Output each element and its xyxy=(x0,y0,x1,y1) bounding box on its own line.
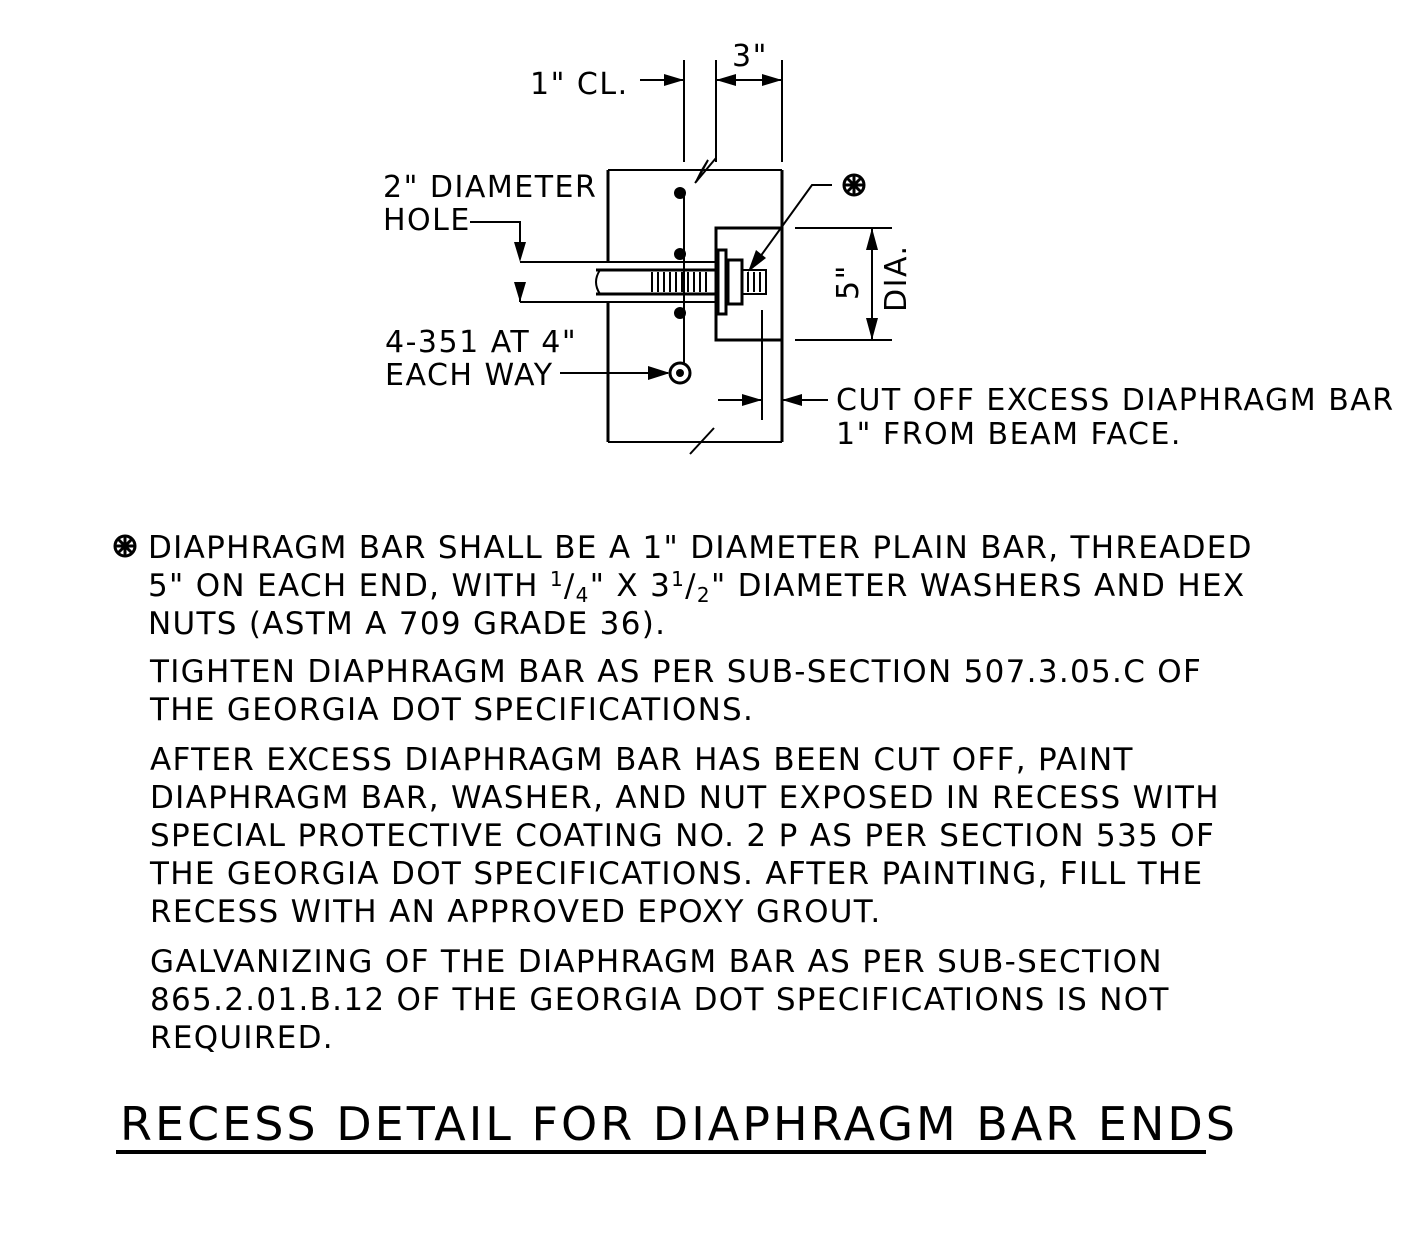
bars-label-line2: EACH WAY xyxy=(385,358,554,393)
note1-frac1-den: 4 xyxy=(576,583,590,607)
notes: DIAPHRAGM BAR SHALL BE A 1" DIAMETER PLA… xyxy=(113,530,1253,1056)
note1-line2-b: " X 3 xyxy=(590,568,671,604)
note2-line2: THE GEORGIA DOT SPECIFICATIONS. xyxy=(149,692,754,728)
spacing-label: 3" xyxy=(732,39,768,74)
note3-line4: THE GEORGIA DOT SPECIFICATIONS. AFTER PA… xyxy=(149,856,1203,892)
note1-line2-a: 5" ON EACH END, WITH xyxy=(148,568,550,604)
note-marker-callout xyxy=(748,173,866,272)
note1-frac1-num: 1 xyxy=(550,567,564,591)
recess-dia-label: DIA. xyxy=(879,245,914,312)
thread-marks xyxy=(651,272,707,292)
reinforcing-bars xyxy=(668,187,692,385)
cutoff-label-line1: CUT OFF EXCESS DIAPHRAGM BAR xyxy=(836,383,1395,418)
note1-line3: NUTS (ASTM A 709 GRADE 36). xyxy=(148,606,666,642)
bar-dot xyxy=(674,187,686,199)
note1-line1: DIAPHRAGM BAR SHALL BE A 1" DIAMETER PLA… xyxy=(148,530,1253,566)
bars-label-line1: 4-351 AT 4" xyxy=(385,325,577,360)
note4-line3: REQUIRED. xyxy=(150,1020,334,1056)
note2-line1: TIGHTEN DIAPHRAGM BAR AS PER SUB-SECTION… xyxy=(149,654,1202,690)
note3-line2: DIAPHRAGM BAR, WASHER, AND NUT EXPOSED I… xyxy=(150,780,1220,816)
hole-callout: 2" DIAMETER HOLE xyxy=(383,170,597,302)
diaphragm-bar xyxy=(520,226,784,420)
asterisk-circle-icon xyxy=(113,534,137,558)
washer xyxy=(716,248,728,316)
bar-dot xyxy=(674,248,686,260)
note4-line2: 865.2.01.B.12 OF THE GEORGIA DOT SPECIFI… xyxy=(150,982,1170,1018)
note3-line5: RECESS WITH AN APPROVED EPOXY GROUT. xyxy=(150,894,882,930)
note1-line2: 5" ON EACH END, WITH 1/4" X 31/2" DIAMET… xyxy=(148,567,1245,607)
hole-label-line2: HOLE xyxy=(383,203,471,238)
bars-callout: 4-351 AT 4" EACH WAY xyxy=(385,325,670,393)
note3-line3: SPECIAL PROTECTIVE COATING NO. 2 P AS PE… xyxy=(150,818,1215,854)
clear-cover-label: 1" CL. xyxy=(530,67,629,102)
recess-diameter-dimension: 5" DIA. xyxy=(795,227,914,341)
hole-label-line1: 2" DIAMETER xyxy=(383,170,597,205)
note1-frac2-den: 2 xyxy=(697,583,711,607)
recess-box xyxy=(714,226,784,342)
cutoff-label-line2: 1" FROM BEAM FACE. xyxy=(836,417,1182,452)
top-dimension-lines xyxy=(640,60,783,162)
asterisk-circle-icon xyxy=(842,173,866,197)
note4-line1: GALVANIZING OF THE DIAPHRAGM BAR AS PER … xyxy=(150,944,1163,980)
hex-nut xyxy=(726,258,744,306)
cutoff-callout: CUT OFF EXCESS DIAPHRAGM BAR 1" FROM BEA… xyxy=(718,383,1395,452)
beam-outline xyxy=(606,157,784,455)
recess-dim-label: 5" xyxy=(831,264,866,300)
bar-dot xyxy=(674,307,686,319)
note3-line1: AFTER EXCESS DIAPHRAGM BAR HAS BEEN CUT … xyxy=(150,742,1134,778)
note1-frac2-num: 1 xyxy=(671,567,685,591)
note1-line2-c: " DIAMETER WASHERS AND HEX xyxy=(711,568,1245,604)
detail-title: RECESS DETAIL FOR DIAPHRAGM BAR ENDS xyxy=(120,1097,1238,1151)
